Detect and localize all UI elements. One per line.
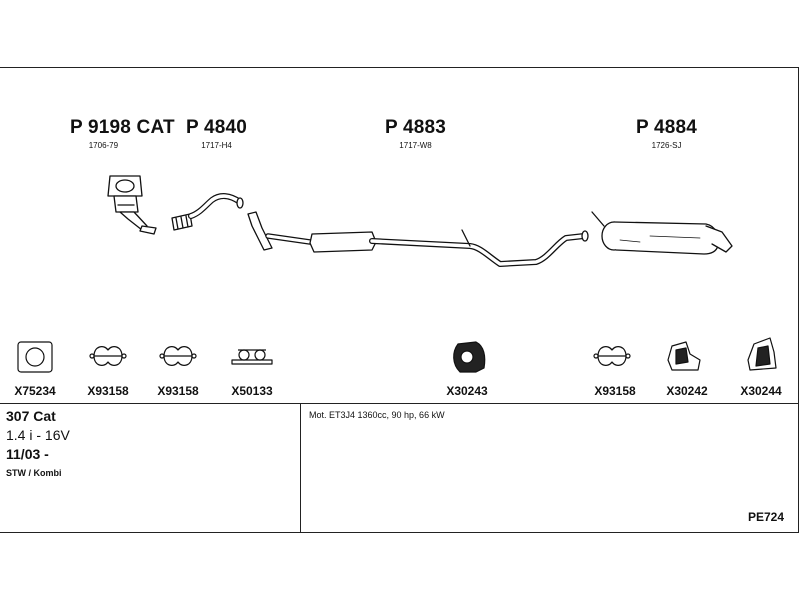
info-divider (300, 403, 301, 533)
mount-bracket-icon (747, 337, 777, 371)
part-label-p4883: P 4883 1717-W8 (385, 117, 446, 150)
bracket-icon (231, 349, 273, 365)
accessory-code: X30244 (740, 384, 782, 398)
clamp-icon (89, 346, 127, 366)
accessory-code: X93158 (87, 384, 129, 398)
diagram-frame (0, 67, 799, 533)
part-code: P 9198 CAT (70, 117, 175, 138)
part-label-p9198: P 9198 CAT 1706-79 (70, 117, 175, 150)
part-code: P 4883 (385, 117, 447, 138)
vehicle-body: STW / Kombi (6, 468, 62, 478)
catalytic-converter (107, 175, 157, 235)
part-label-p4884: P 4884 1726-SJ (636, 117, 697, 150)
part-ref: 1706-79 (88, 141, 119, 150)
part-ref: 1726-SJ (651, 141, 682, 150)
accessory-code: X50133 (231, 384, 273, 398)
diagram-id: PE724 (748, 510, 785, 524)
front-pipe (171, 193, 244, 231)
section-divider (0, 403, 799, 404)
accessory-code: X93158 (594, 384, 636, 398)
vehicle-date: 11/03 - (6, 446, 49, 462)
clamp-icon (159, 346, 197, 366)
gasket-icon (17, 341, 53, 373)
middle-silencer (247, 211, 589, 267)
accessory-code: X30243 (446, 384, 488, 398)
accessory-code: X30242 (666, 384, 708, 398)
part-code: P 4884 (636, 117, 698, 138)
part-code: P 4840 (186, 117, 248, 138)
vehicle-engine: 1.4 i - 16V (6, 427, 70, 443)
part-ref: 1717-H4 (201, 141, 232, 150)
rubber-hanger-icon (453, 341, 486, 373)
accessory-code: X75234 (14, 384, 56, 398)
accessory-code: X93158 (157, 384, 199, 398)
rear-silencer (591, 211, 733, 255)
part-ref: 1717-W8 (399, 141, 432, 150)
part-label-p4840: P 4840 1717-H4 (186, 117, 247, 150)
mount-bracket-icon (667, 341, 701, 371)
vehicle-model: 307 Cat (6, 408, 56, 424)
motor-spec: Mot. ET3J4 1360cc, 90 hp, 66 kW (309, 410, 445, 420)
clamp-icon (593, 346, 631, 366)
